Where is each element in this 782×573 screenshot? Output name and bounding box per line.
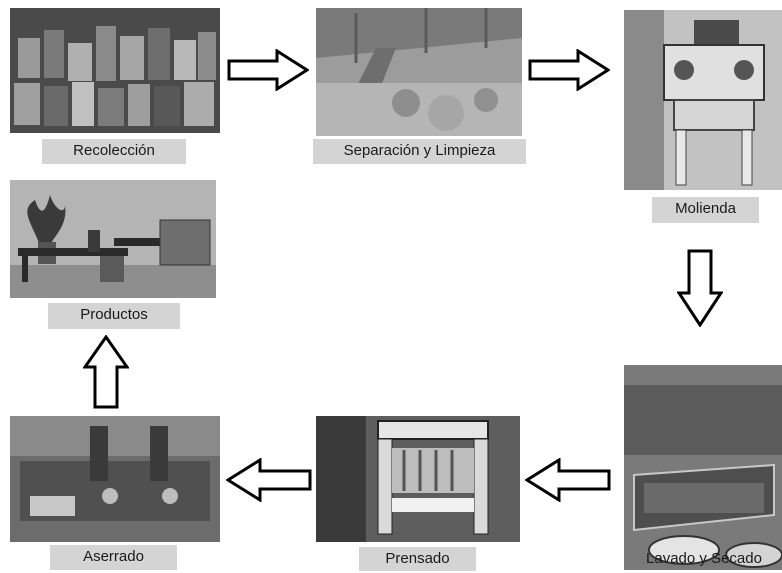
right-arrow-icon [227,49,309,91]
right-arrow-icon [528,49,610,91]
down-arrow-icon [677,249,723,327]
step-label: Aserrado [50,545,177,570]
step-label: Separación y Limpieza [313,139,526,164]
collected-cartons-photo [10,8,220,133]
step-label: Lavado y Secado [646,550,762,567]
office-furniture-photo [10,180,216,298]
hydraulic-press-photo [316,416,520,542]
left-arrow-icon [226,458,312,502]
step-label: Prensado [359,547,476,571]
up-arrow-icon [83,335,129,409]
grinding-mill-photo [624,10,782,190]
step-label: Molienda [652,197,759,223]
sawing-machine-photo [10,416,220,542]
left-arrow-icon [525,458,611,502]
sorting-conveyor-photo [316,8,522,136]
step-label: Recolección [42,139,186,164]
step-label: Productos [48,303,180,329]
washing-tank-photo [624,365,782,570]
